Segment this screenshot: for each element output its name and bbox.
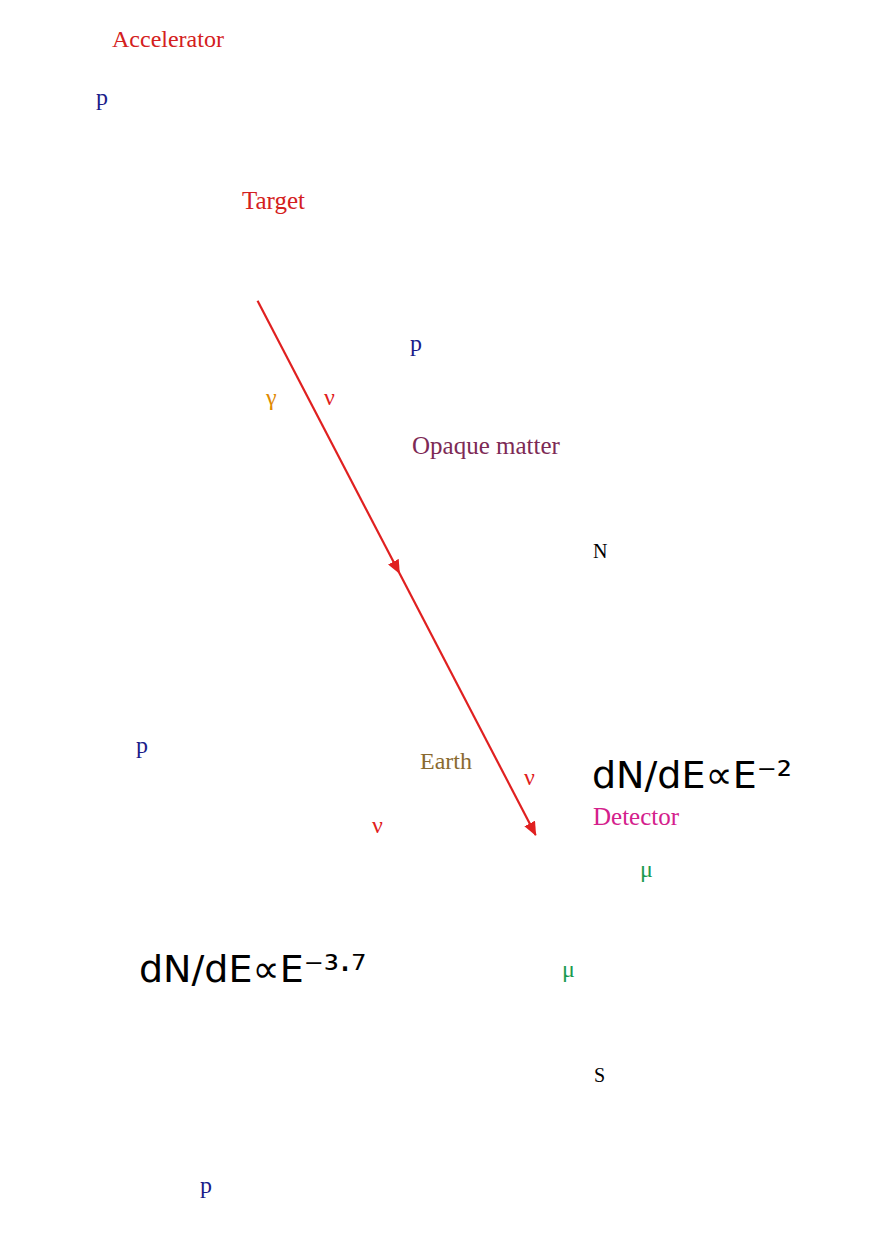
chevron <box>653 935 668 955</box>
chevron <box>669 945 684 965</box>
accelerator-label: Accelerator <box>112 26 224 53</box>
node-label: Target <box>242 187 305 215</box>
muon-label: μ <box>640 856 653 883</box>
proton-label: p <box>96 84 108 111</box>
chevron <box>677 950 692 970</box>
muon-label: μ <box>562 956 575 983</box>
leader-arrowhead <box>386 882 399 895</box>
chevron <box>585 886 604 901</box>
atmospheric-neutrino-fade <box>500 889 526 897</box>
neutrino-label: ν <box>324 384 335 411</box>
south-tick <box>599 1046 601 1060</box>
spectrum-label: dN/dE∝E⁻² <box>588 752 796 798</box>
chevron <box>560 917 579 932</box>
node-label: Detector <box>593 803 679 831</box>
muon-arrowhead <box>545 880 559 893</box>
muon-track <box>515 838 640 990</box>
chevron <box>637 925 652 945</box>
neutrino-label: ν <box>372 812 383 839</box>
neutrino-path <box>258 301 536 835</box>
gamma-ray-fade <box>334 478 346 502</box>
gamma-arrowhead <box>288 394 303 408</box>
leader-arrow <box>345 890 392 944</box>
atmospheric-neutrino <box>318 832 500 889</box>
chevron <box>645 930 660 950</box>
proton-path <box>60 990 515 1162</box>
north-arrow <box>599 574 601 596</box>
chevron <box>575 899 594 914</box>
proton-label: p <box>136 732 148 759</box>
north-label: N <box>593 540 607 563</box>
node-label: Opaque matter <box>412 432 560 460</box>
detector-box-outline <box>525 835 688 968</box>
chevron <box>685 956 700 976</box>
target-ring: Target <box>202 229 278 305</box>
leader-arrow <box>552 776 584 778</box>
muon-track <box>559 880 766 1014</box>
chevron <box>580 893 599 908</box>
opaque-matter-cloud-outline <box>262 438 412 533</box>
chevron <box>555 923 574 938</box>
south-label: S <box>594 1064 605 1087</box>
muon-shower <box>488 990 515 1014</box>
target-shower <box>216 234 264 290</box>
accelerator-dot <box>89 39 105 55</box>
chevron <box>570 905 589 920</box>
proton-label: p <box>410 330 422 357</box>
chevron <box>661 940 676 960</box>
proton-path <box>226 16 722 350</box>
target-ring-outline <box>202 229 278 305</box>
muon-arrowhead <box>758 1005 776 1021</box>
proton-path <box>63 298 318 832</box>
leader-arrowhead <box>541 771 554 783</box>
node-label: Earth <box>420 748 472 775</box>
air-shower <box>318 828 356 850</box>
proton-label: p <box>200 1172 212 1199</box>
cherenkov-chevrons <box>555 886 700 975</box>
spectrum-label: dN/dE∝E⁻³·⁷ <box>135 946 370 992</box>
gamma-ray <box>245 298 334 478</box>
north-arrowhead <box>596 566 604 576</box>
gamma-label: γ <box>266 384 277 411</box>
detector-box: Detector <box>525 835 688 968</box>
accelerator-loops <box>26 12 115 75</box>
proton-beam <box>97 47 214 240</box>
opaque-matter-cloud: Opaque matter <box>262 438 412 533</box>
neutrino-arrowhead <box>396 850 410 862</box>
neutrino-label: ν <box>524 764 535 791</box>
chevron <box>565 911 584 926</box>
